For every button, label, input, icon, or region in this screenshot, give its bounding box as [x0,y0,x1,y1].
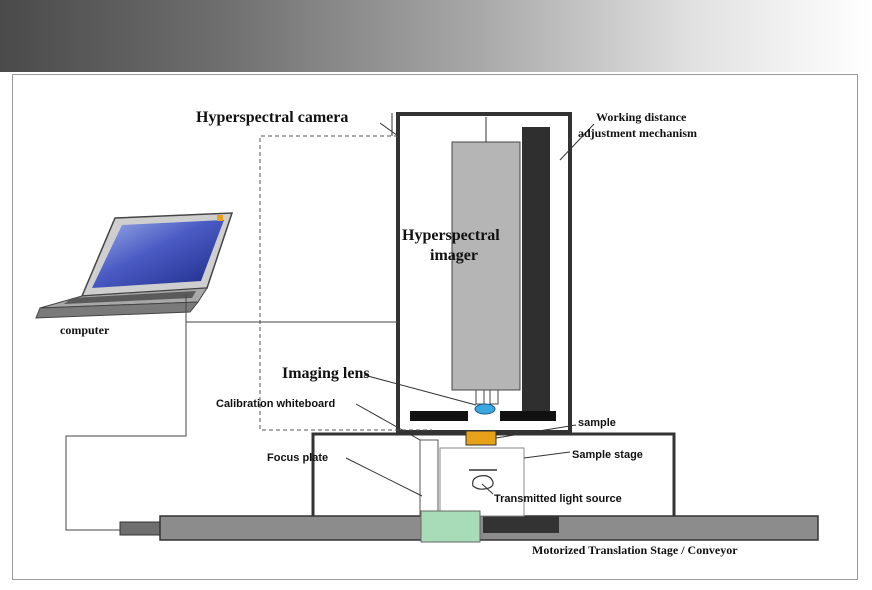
label-transmitted-light-source: Transmitted light source [494,493,622,505]
label-sample: sample [578,417,616,429]
label-imaging-lens: Imaging lens [282,365,370,382]
bulb-icon [469,469,497,490]
label-computer: computer [60,323,110,337]
figure-frame [12,74,858,580]
calibration-whiteboard [420,510,481,543]
working-distance-rail [522,127,550,415]
hyperspectral-imager [451,141,521,391]
light-bar-right [500,411,556,421]
label-working-distance: Working distance [596,110,687,124]
focus-plate [419,439,439,517]
label-sample-stage: Sample stage [572,449,643,461]
camera-dashed-region [259,135,432,431]
sample-stage [439,447,525,517]
label-hyperspectral-imager: Hyperspectral [402,227,500,244]
label-conveyor: Motorized Translation Stage / Conveyor [532,543,738,557]
imaging-lens [474,403,496,415]
label-adjustment-mechanism: adjustment mechanism [578,126,697,140]
laptop-icon [35,212,234,319]
label-focus-plate: Focus plate [267,452,328,464]
sample [465,430,497,446]
label-imager: imager [430,247,478,264]
cable-conveyor [65,322,187,531]
label-calibration-whiteboard: Calibration whiteboard [216,398,335,410]
light-bar-left [410,411,468,421]
header-banner [0,0,872,72]
label-hyperspectral-camera: Hyperspectral camera [196,109,348,126]
cable-camera [185,295,398,323]
